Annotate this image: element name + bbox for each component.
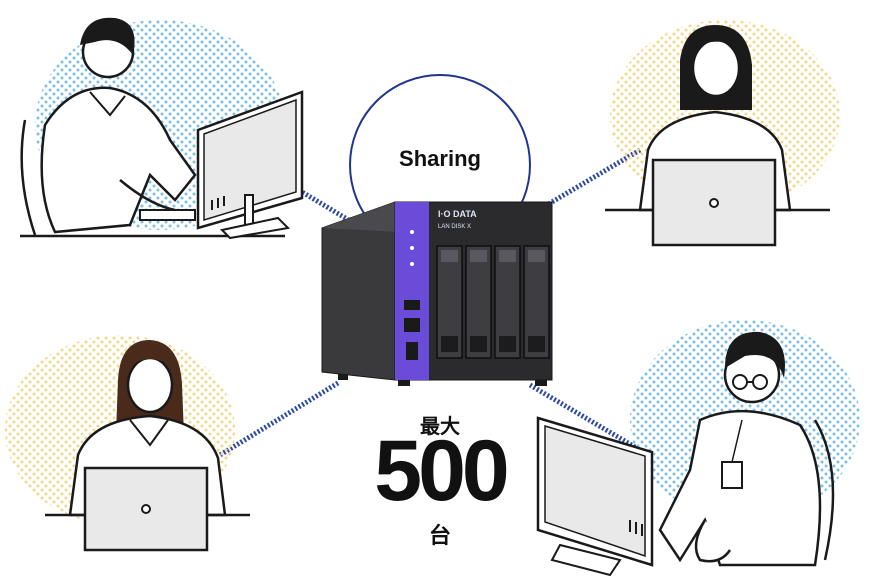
head: [126, 356, 174, 414]
nas-model-label: LAN DISK X: [438, 224, 472, 230]
laptop: [83, 466, 209, 552]
laptop: [651, 158, 777, 247]
desktop-monitor: [536, 416, 654, 577]
link-bottom-left: [218, 380, 340, 458]
nas-brand-logo: I·O DATA: [438, 209, 477, 219]
user-count: 500: [374, 423, 510, 519]
user-top-left: [20, 17, 304, 240]
head: [691, 38, 741, 98]
user-bottom-left: [5, 335, 250, 552]
drive-bays: [436, 245, 550, 359]
unit-label: 台: [428, 523, 451, 548]
sharing-label: Sharing: [399, 146, 481, 171]
user-top-right: [605, 20, 840, 247]
user-bottom-right: [536, 320, 860, 577]
desktop-monitor: [196, 90, 304, 240]
link-bottom-right: [528, 382, 642, 453]
nas-device: [321, 201, 553, 386]
max-label: 最大: [420, 416, 460, 438]
